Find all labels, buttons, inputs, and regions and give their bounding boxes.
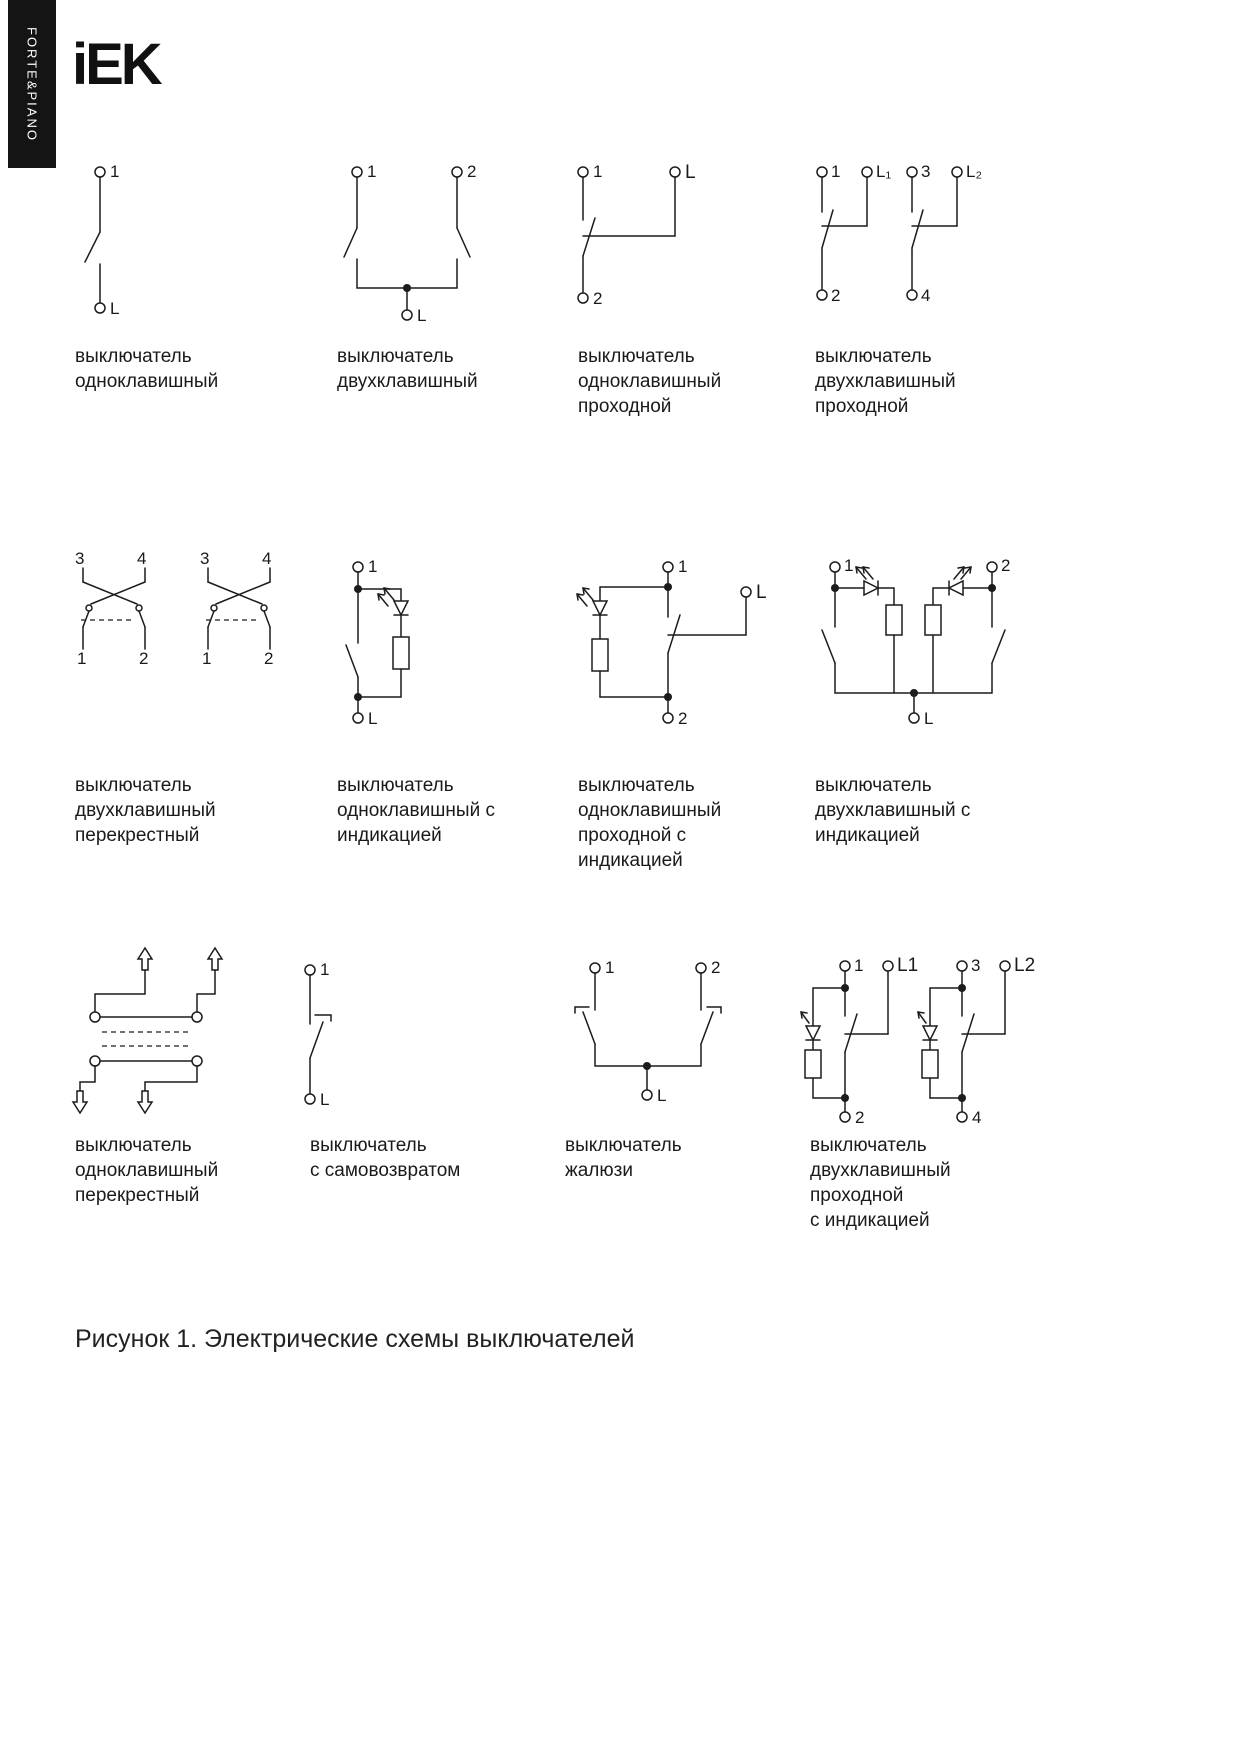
schematic-switch-2way-indicator: 1 L 2 xyxy=(560,553,790,748)
terminal-label: 2 xyxy=(855,1108,864,1127)
schematic-switch-2gang-indicator: 1 2 L xyxy=(810,553,1040,748)
switch-unit-1 xyxy=(800,960,894,1123)
terminal-label: L xyxy=(685,162,696,183)
brand-sidebar-label: FORTE&PIANO xyxy=(24,26,40,142)
terminal-label: 2 xyxy=(139,649,148,668)
switch-unit-1 xyxy=(816,166,873,301)
terminal-label: 1 xyxy=(368,557,377,576)
crossover-unit-2 xyxy=(206,567,271,650)
diagram-caption: выключатель одноклавишный с индикацией xyxy=(337,775,495,846)
terminal-label: L xyxy=(924,709,933,728)
switch-symbol xyxy=(574,962,722,1101)
schematic-switch-2gang-crossover: 3 4 1 2 3 4 1 2 xyxy=(65,549,310,682)
diagram-caption: выключатель двухклавишный проходной с ин… xyxy=(810,1135,951,1231)
schematic-switch-2gang: 1 2 L xyxy=(335,158,565,338)
terminal-label: L₂ xyxy=(966,162,982,181)
led-indicator-branch-left xyxy=(834,566,903,694)
brand-sidebar: FORTE&PIANO xyxy=(8,0,56,168)
schematic-switch-1gang-2way: 1 L 2 xyxy=(569,158,799,338)
terminal-label: 1 xyxy=(605,958,614,977)
terminal-label: 2 xyxy=(678,709,687,728)
crossover-symbol xyxy=(71,946,224,1115)
terminal-label: 1 xyxy=(110,162,119,181)
terminal-label: 1 xyxy=(202,649,211,668)
terminal-label: 2 xyxy=(467,162,476,181)
switch-symbol xyxy=(821,561,1006,724)
schematic-switch-2gang-2way-indicator: 1 L1 2 3 L2 4 xyxy=(800,946,1045,1137)
schematic-switch-blinds: 1 2 L xyxy=(573,946,803,1131)
schematic-switch-1gang-crossover xyxy=(60,946,290,1131)
terminal-label: L xyxy=(320,1090,329,1109)
terminal-label: 4 xyxy=(972,1108,981,1127)
terminal-label: 2 xyxy=(264,649,273,668)
terminal-label: L xyxy=(368,709,377,728)
switch-symbol xyxy=(345,561,364,724)
diagram-caption: выключатель двухклавишный проходной xyxy=(815,346,956,417)
iek-logo: iEK xyxy=(72,32,163,97)
terminal-label: 1 xyxy=(854,956,863,975)
switch-unit-2 xyxy=(917,960,1011,1123)
diagram-caption: выключатель одноклавишный проходной с ин… xyxy=(578,775,722,871)
terminal-label: L xyxy=(417,306,426,325)
diagram-caption: выключатель с самовозвратом xyxy=(310,1135,461,1181)
terminal-label: L xyxy=(756,582,767,603)
terminal-label: 1 xyxy=(320,960,329,979)
diagram-caption: выключатель двухклавишный с индикацией xyxy=(815,775,971,846)
switch-unit-2 xyxy=(906,166,963,301)
schematic-switch-1gang: 1 L xyxy=(72,158,302,338)
diagram-caption: выключатель двухклавишный xyxy=(337,346,478,392)
terminal-label: 2 xyxy=(593,289,602,308)
diagram-caption: выключатель двухклавишный перекрестный xyxy=(75,775,216,846)
diagram-caption: выключатель жалюзи xyxy=(565,1135,682,1181)
terminal-label: 2 xyxy=(711,958,720,977)
terminal-label: L1 xyxy=(897,955,918,976)
switch-symbol xyxy=(577,166,681,304)
crossover-unit-1 xyxy=(81,567,146,650)
terminal-label: 4 xyxy=(137,552,146,568)
schematic-switch-momentary: 1 L xyxy=(288,946,518,1131)
terminal-label: 1 xyxy=(678,557,687,576)
switch-symbol xyxy=(662,561,752,724)
terminal-label: 3 xyxy=(75,552,84,568)
terminal-label: 1 xyxy=(831,162,840,181)
terminal-label: L₁ xyxy=(876,162,891,181)
diagram-caption: выключатель одноклавишный xyxy=(75,346,219,392)
terminal-label: 1 xyxy=(77,649,86,668)
terminal-label: 1 xyxy=(593,162,602,181)
terminal-label: 3 xyxy=(200,552,209,568)
diagram-caption: выключатель одноклавишный проходной xyxy=(578,346,722,417)
schematic-switch-1gang-indicator: 1 L xyxy=(344,553,574,748)
terminal-label: 4 xyxy=(921,286,930,305)
switch-symbol xyxy=(304,964,332,1105)
terminal-label: L2 xyxy=(1014,955,1035,976)
diagram-caption: выключатель одноклавишный перекрестный xyxy=(75,1135,219,1206)
schematic-switch-2gang-2way: 1 L₁ 3 L₂ 2 4 xyxy=(808,158,1048,338)
terminal-label: L xyxy=(657,1086,666,1105)
terminal-label: 3 xyxy=(921,162,930,181)
terminal-label: 2 xyxy=(831,286,840,305)
switch-symbol xyxy=(343,166,471,321)
switch-symbol xyxy=(84,166,106,314)
terminal-label: 1 xyxy=(844,556,853,575)
terminal-label: L xyxy=(110,299,119,318)
terminal-label: 1 xyxy=(367,162,376,181)
terminal-label: 3 xyxy=(971,956,980,975)
led-indicator-branch-right xyxy=(924,566,993,694)
figure-caption: Рисунок 1. Электрические схемы выключате… xyxy=(75,1325,635,1353)
terminal-label: 4 xyxy=(262,552,271,568)
led-indicator-branch xyxy=(576,586,669,698)
led-indicator-branch xyxy=(357,587,410,698)
terminal-label: 2 xyxy=(1001,556,1010,575)
